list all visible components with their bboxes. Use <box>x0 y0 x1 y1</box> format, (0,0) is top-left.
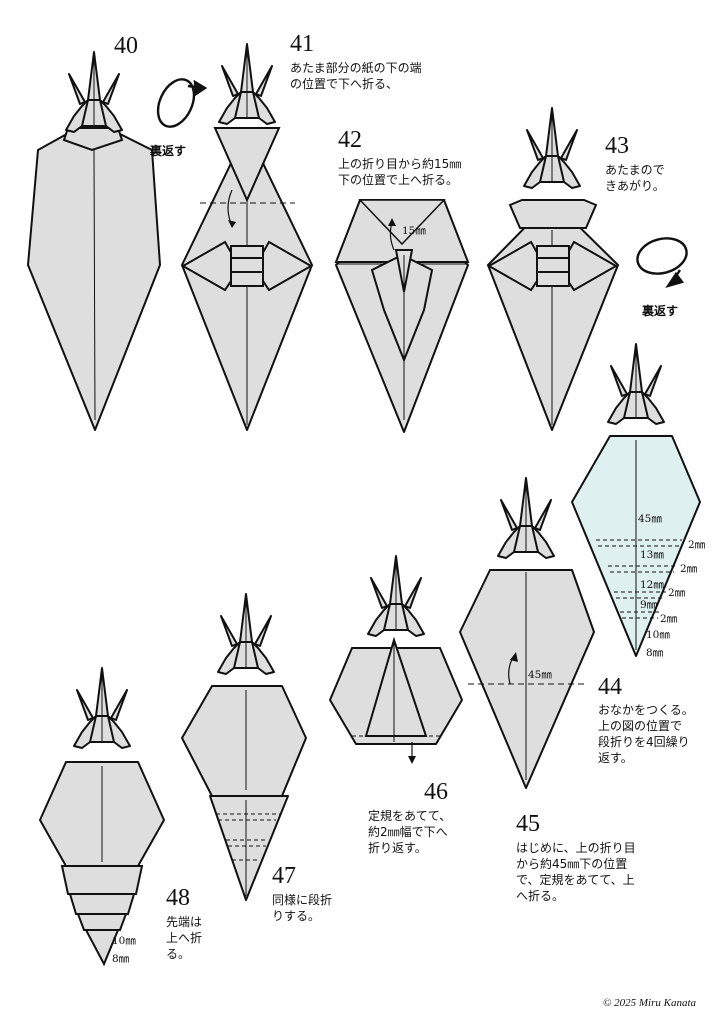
step-42-number: 42 <box>338 127 362 153</box>
measure-44-9mm: 9㎜ <box>640 599 658 611</box>
flip-arrow-40 <box>156 78 208 128</box>
step-47-figure <box>181 593 307 901</box>
step-44-text: おなかをつくる。 上の図の位置で 段折りを4回繰り 返す。 <box>598 703 694 765</box>
step-45-text: はじめに、上の折り目 から約45㎜下の位置 で、定規をあてて、上 へ折る。 <box>516 841 636 903</box>
measure-44-2mm-d: 2㎜ <box>660 613 678 625</box>
copyright: © 2025 Miru Kanata <box>603 997 697 1009</box>
step-45-figure <box>459 477 595 789</box>
step-47-text: 同様に段折 りする。 <box>272 893 333 923</box>
measure-44-10mm: 10㎜ <box>646 629 670 641</box>
measure-48-10mm: 10㎜ <box>112 935 136 947</box>
measure-44-8mm: 8㎜ <box>646 647 664 659</box>
step-41-figure <box>180 43 314 431</box>
step-45-number: 45 <box>516 811 540 837</box>
step-46-number: 46 <box>424 779 448 805</box>
step-42-figure <box>334 199 470 433</box>
flip-arrow-43 <box>636 237 688 289</box>
step-43-number: 43 <box>605 133 629 159</box>
step-40-number: 40 <box>114 33 138 59</box>
flip-label-40: 裏返す <box>150 144 187 158</box>
measure-42-15mm: 15㎜ <box>402 225 426 237</box>
measure-44-45mm: 45㎜ <box>638 513 662 525</box>
measure-44-12mm: 12㎜ <box>640 579 664 591</box>
measure-48-8mm: 8㎜ <box>112 953 130 965</box>
step-40-figure <box>27 51 161 431</box>
step-43-text: あたまので きあがり。 <box>605 163 665 193</box>
measure-44-2mm-b: 2㎜ <box>680 563 698 575</box>
step-47-number: 47 <box>272 863 296 889</box>
measure-44-2mm-a: 2㎜ <box>688 539 706 551</box>
step-48-number: 48 <box>166 885 190 911</box>
measure-45-45mm: 45㎜ <box>528 669 552 681</box>
step-48-figure <box>39 667 165 967</box>
step-43-figure <box>486 107 619 431</box>
step-41-text: あたま部分の紙の下の端 の位置で下へ折る、 <box>290 61 422 91</box>
step-42-text: 上の折り目から約15㎜ 下の位置で上へ折る。 <box>338 157 462 187</box>
measure-44-13mm: 13㎜ <box>640 549 664 561</box>
step-44-figure <box>571 343 701 657</box>
measure-44-2mm-c: 2㎜ <box>668 587 686 599</box>
step-44-number: 44 <box>598 674 622 700</box>
step-46-text: 定規をあてて、 約2㎜幅で下へ 折り返す。 <box>368 809 452 855</box>
flip-label-43: 裏返す <box>642 304 679 318</box>
step-46-figure <box>329 555 463 764</box>
step-41-number: 41 <box>290 31 314 57</box>
step-48-text: 先端は 上へ折 る。 <box>166 915 203 961</box>
